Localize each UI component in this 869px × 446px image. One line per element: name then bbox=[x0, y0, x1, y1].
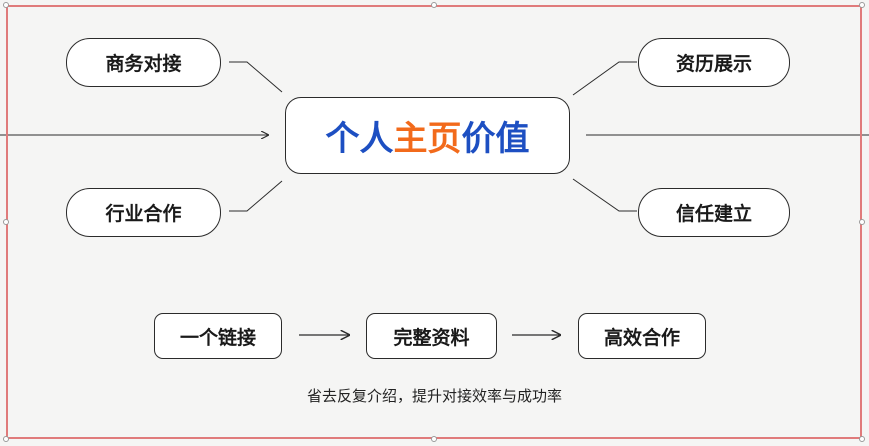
center-title-box: 个人主页价值 bbox=[285, 97, 570, 174]
center-title-part2: 主页 bbox=[393, 119, 462, 159]
resize-handle-middle-left[interactable] bbox=[3, 219, 9, 225]
resize-handle-middle-right[interactable] bbox=[859, 219, 865, 225]
connector-top-left bbox=[229, 61, 283, 93]
flow-step-2: 完整资料 bbox=[366, 313, 497, 359]
caption-text: 省去反复介绍，提升对接效率与成功率 bbox=[306, 387, 562, 405]
connector-bottom-left bbox=[229, 180, 283, 212]
node-top-right: 资历展示 bbox=[638, 38, 790, 87]
flow-step-3: 高效合作 bbox=[578, 313, 706, 359]
flow-step-1: 一个链接 bbox=[154, 313, 282, 359]
node-bottom-left: 行业合作 bbox=[66, 188, 221, 237]
resize-handle-top-right[interactable] bbox=[859, 2, 865, 8]
resize-handle-top-left[interactable] bbox=[3, 2, 9, 8]
connector-bottom-right bbox=[572, 178, 637, 212]
node-bottom-right: 信任建立 bbox=[638, 188, 790, 237]
resize-handle-bottom-right[interactable] bbox=[859, 436, 865, 442]
resize-handle-bottom-left[interactable] bbox=[3, 436, 9, 442]
center-title-part1: 个人 bbox=[325, 119, 394, 159]
selection-frame[interactable] bbox=[6, 5, 862, 439]
resize-handle-bottom-center[interactable] bbox=[431, 436, 437, 442]
center-title-part3: 价值 bbox=[461, 119, 530, 159]
resize-handle-top-center[interactable] bbox=[431, 2, 437, 8]
node-top-left: 商务对接 bbox=[66, 38, 221, 87]
connector-top-right bbox=[572, 61, 637, 96]
